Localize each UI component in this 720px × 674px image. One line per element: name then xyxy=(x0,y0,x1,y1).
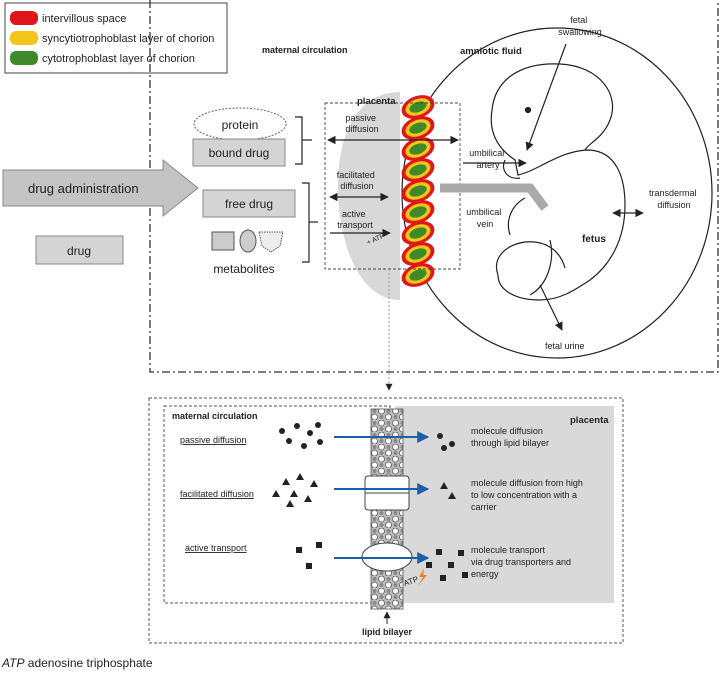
bottom-maternal-circulation-label: maternal circulation xyxy=(172,411,258,421)
legend-swatch-syncytiotrophoblast xyxy=(10,31,38,45)
villus-layer xyxy=(409,101,427,113)
passive-molecules-maternal xyxy=(279,422,323,449)
legend-swatch-intervillous xyxy=(10,11,38,25)
umbilical-cord xyxy=(440,183,549,211)
facilitated-molecules-placenta xyxy=(440,482,456,499)
metabolites-label: metabolites xyxy=(213,262,274,276)
legend-label-syncytiotrophoblast: syncytiotrophoblast layer of chorion xyxy=(42,33,214,45)
legend-swatch-cytotrophoblast xyxy=(10,51,38,65)
umbilical-artery-label: umbilical artery xyxy=(469,148,507,170)
bottom-placenta-region xyxy=(395,406,614,603)
protein-ellipse xyxy=(193,107,287,141)
villus-layer xyxy=(409,143,427,155)
transdermal-diffusion-label: transdermal diffusion xyxy=(649,188,699,210)
villus-lobe xyxy=(401,158,435,182)
facilitated-molecules-maternal xyxy=(272,473,318,507)
dashed-frame-top xyxy=(149,0,719,373)
bound-drug-box xyxy=(192,138,286,167)
villus-layer xyxy=(409,206,427,218)
umbilical-vein-label: umbilical vein xyxy=(466,207,504,229)
villus-layer xyxy=(409,227,427,239)
bracket-free xyxy=(302,182,310,263)
amniotic-fluid-label: amniotic fluid xyxy=(460,46,522,57)
legend-label-intervillous: intervillous space xyxy=(42,13,126,25)
active-description: molecule transport via drug transporters… xyxy=(471,545,574,579)
atp-bolt-icon xyxy=(418,568,427,586)
villus-layer xyxy=(409,269,427,281)
fetal-urine-arrow xyxy=(539,284,563,331)
legend-label-cytotrophoblast: cytotrophoblast layer of chorion xyxy=(42,53,195,65)
passive-molecules-placenta xyxy=(437,433,455,451)
bottom-maternal-region xyxy=(163,405,391,604)
fetal-swallowing-label: fetal swallowing xyxy=(558,15,602,37)
top-placenta-label: placenta xyxy=(357,96,396,107)
bound-drug-label: bound drug xyxy=(209,146,270,160)
bottom-passive-diffusion-label: passive diffusion xyxy=(180,435,246,445)
metabolite-oval-shape xyxy=(239,229,257,253)
protein-label: protein xyxy=(222,118,259,132)
bracket-bound xyxy=(295,116,303,165)
fetal-urine-label: fetal urine xyxy=(545,341,585,351)
fetus-outline xyxy=(490,63,626,301)
top-maternal-circulation-label: maternal circulation xyxy=(262,45,348,55)
villus-lobe xyxy=(401,200,435,224)
fetus-label: fetus xyxy=(582,234,606,245)
caption: ATP adenosine triphosphate xyxy=(1,656,153,670)
villus-lobe xyxy=(401,116,435,140)
villus-layer xyxy=(409,248,427,260)
legend: intervillous space syncytiotrophoblast l… xyxy=(4,2,228,74)
free-drug-box xyxy=(202,189,296,218)
lipid-bilayer-label: lipid bilayer xyxy=(362,627,413,637)
drug-administration-label: drug administration xyxy=(28,181,139,196)
top-active-transport-label: active transport xyxy=(337,209,373,230)
villus-lobe xyxy=(401,242,435,266)
active-molecules-placenta xyxy=(426,549,468,581)
metabolite-pentagon-shape xyxy=(258,231,284,253)
free-drug-label: free drug xyxy=(225,197,273,211)
drug-box xyxy=(35,235,124,265)
bottom-active-transport-label: active transport xyxy=(185,543,247,553)
passive-description: molecule diffusion through lipid bilayer xyxy=(471,426,549,448)
villus-layer xyxy=(409,185,427,197)
bottom-facilitated-diffusion-label: facilitated diffusion xyxy=(180,489,254,499)
villus-lobe xyxy=(401,263,435,287)
active-molecules-maternal xyxy=(296,542,322,569)
top-facilitated-diffusion-label: facilitated diffusion xyxy=(337,170,378,191)
villus-lobe xyxy=(401,179,435,203)
drug-administration-arrow xyxy=(2,158,199,218)
placenta-villi xyxy=(401,95,435,287)
villus-layer xyxy=(409,164,427,176)
drug-label: drug xyxy=(67,244,91,258)
bottom-placenta-label: placenta xyxy=(570,415,609,426)
fetal-swallowing-arrow xyxy=(525,43,567,151)
metabolite-square-shape xyxy=(211,231,235,251)
top-passive-diffusion-label: passive diffusion xyxy=(345,113,378,134)
villus-lobe xyxy=(401,221,435,245)
facilitated-description: molecule diffusion from high to low conc… xyxy=(471,478,585,512)
villus-layer xyxy=(409,122,427,134)
